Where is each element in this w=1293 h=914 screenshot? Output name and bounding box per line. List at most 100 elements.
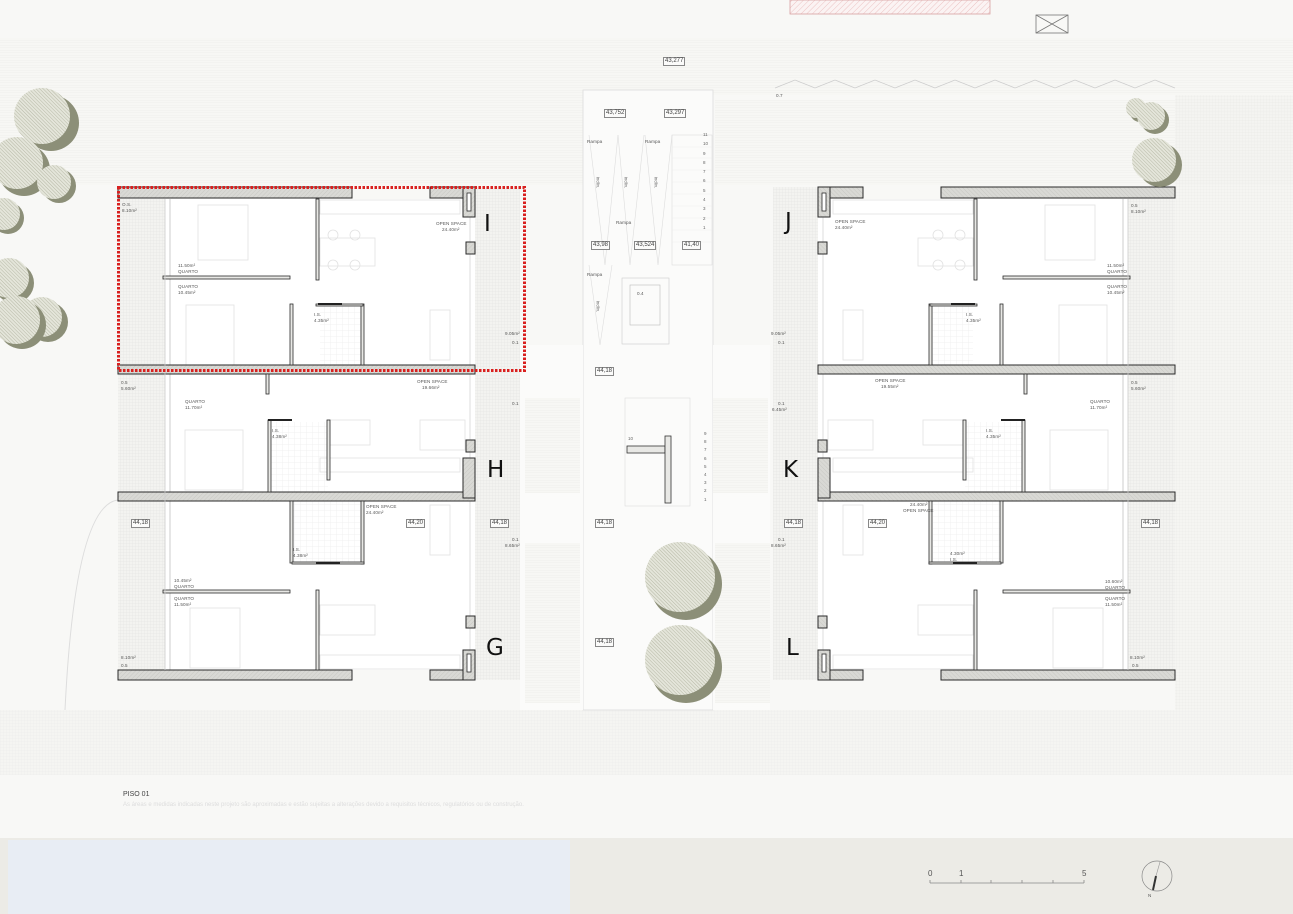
room-name: 0.5 [121,380,128,385]
room-area: 4.35m² [314,318,329,323]
tree-icon [0,198,24,234]
balcony-area: 9.05m² [505,331,520,336]
ramp-slope-label: inclin. [653,176,659,189]
level-tag: 44,18 [490,519,510,528]
tree-icon [0,258,34,303]
curved-path [64,499,119,711]
balcony-area: 9.05m² [771,331,786,336]
room-name: O.S. [122,202,132,207]
stair-step: 1 [703,224,706,230]
stair-step: 5 [703,187,706,193]
room-name: 0.5 [1131,203,1138,208]
terrace-offset: 0.7 [776,93,783,98]
ramp-slope-label: inclin. [595,176,601,189]
level-tag: 44,20 [868,519,888,528]
garden-left [0,95,583,185]
drawing-title: PISO 01 [123,791,150,798]
room-area: 8.10m² [121,655,136,660]
stair-step: 4 [704,471,707,477]
stair-step: 7 [704,447,707,453]
stair-step: 6 [703,178,706,184]
stair-step: 1 [704,496,707,502]
room-area: 4.35m² [986,434,1001,439]
level-tag: 44,18 [595,638,615,647]
stair-step: 5 [704,463,707,469]
selected-unit-outline[interactable] [117,186,526,372]
balcony-level: 0.1 [512,537,519,542]
scale-label: 0 [928,869,933,878]
room-name: QUARTO [178,269,199,274]
stair-step: 11 [703,132,708,137]
stair-step: 4 [703,197,706,203]
unit-letter-h[interactable]: H [487,457,505,483]
unit-letter-i[interactable]: I [484,211,491,237]
room-name: 0.5 [1131,380,1138,385]
level-tag: 43,297 [664,109,687,118]
tree-icon [14,88,79,151]
room-name: OPEN SPACE [903,508,934,513]
stair-step: 2 [703,215,706,221]
level-tag: 44,18 [1141,519,1161,528]
sidewalk-bottom [0,710,1293,775]
room-name: QUARTO [174,596,195,601]
room-area: 5.60m² [121,386,136,391]
ramp-label: Rampa [587,139,603,144]
room-area: 4.30m² [950,551,965,556]
room-name: OPEN SPACE [875,378,906,383]
level-tag: 44,18 [131,519,151,528]
street-strip [0,38,1293,95]
balcony-level: 0.1 [778,537,785,542]
ramp-label: Rampa [645,139,661,144]
level-tag: 44,18 [595,519,615,528]
upper-stair-steps: 11 10 9 8 7 6 5 4 3 2 1 [703,132,709,234]
north-label: N [1148,893,1152,898]
scale-label: 5 [1082,869,1087,878]
room-area: 19.66m² [422,385,440,390]
room-name: I.S. [986,428,994,433]
room-name: 0.5 [1132,663,1139,668]
level-tag: 44,20 [406,519,426,528]
room-area: 24.40m² [835,225,853,230]
room-area: 8.10m² [1131,209,1146,214]
tree-icon [645,625,722,703]
room-area: 8.10m² [122,208,137,213]
room-name: QUARTO [1105,585,1126,590]
room-area: 4.38m² [272,434,287,439]
stair-top-step: 10 [628,436,634,441]
unit-letter-k[interactable]: K [783,457,799,483]
room-area: 10.45m² [1107,290,1125,295]
stair-step: 8 [703,159,706,165]
tree-icon [1137,102,1169,134]
room-name: OPEN SPACE [366,504,397,509]
tree-icon [1132,138,1182,187]
balcony-level: 0.1 [778,401,785,406]
scale-bar [929,880,1085,884]
ramp-slope-label: inclin. [595,300,601,313]
info-panel [8,840,570,914]
unit-letter-l[interactable]: L [786,635,799,661]
room-area: 11.70m² [1090,405,1108,410]
tree-icon [37,165,76,203]
pergola [774,79,1176,89]
stair-step: 3 [703,206,706,212]
stair-step: 9 [703,150,706,156]
elevator-label: 0.4 [637,291,644,296]
room-name: QUARTO [1090,399,1111,404]
room-name: QUARTO [174,584,195,589]
balcony-area: 8.65m² [505,543,520,548]
level-tag: 44,18 [784,519,804,528]
ramp-label: Rampa [616,220,632,225]
room-name: 0.5 [121,663,128,668]
room-name: QUARTO [178,284,199,289]
balcony-area: 6.45m² [772,407,787,412]
stair-step: 10 [703,141,709,147]
sidewalk-right [1175,95,1293,710]
tree-icon [0,296,46,349]
unit-letter-j[interactable]: J [785,209,792,235]
room-area: 11.50m² [178,263,196,268]
room-name: OPEN SPACE [436,221,467,226]
room-area: 24.40m² [366,510,384,515]
level-tag: 43,98 [591,241,611,250]
unit-letter-g[interactable]: G [486,635,504,661]
